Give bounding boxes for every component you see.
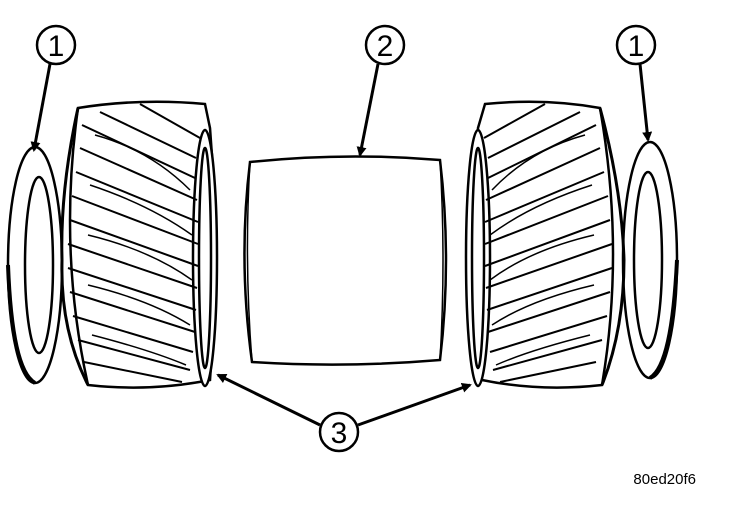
thrust-washer-right	[621, 140, 679, 380]
side-gear-left	[60, 100, 219, 389]
svg-text:1: 1	[48, 30, 65, 63]
shaft	[243, 155, 448, 366]
svg-text:3: 3	[331, 417, 348, 450]
callout-1-left: 1	[30, 24, 77, 152]
callout-1-right: 1	[615, 24, 657, 142]
svg-text:1: 1	[628, 30, 645, 63]
figure-code: 80ed20f6	[633, 471, 696, 488]
gear-teeth-right	[483, 103, 613, 383]
gear-teeth-left	[67, 103, 201, 383]
callout-3: 3	[216, 373, 472, 453]
callout-2: 2	[356, 24, 406, 157]
side-gear-right	[464, 100, 626, 389]
svg-text:2: 2	[377, 30, 394, 63]
thrust-washer-left	[6, 145, 64, 385]
